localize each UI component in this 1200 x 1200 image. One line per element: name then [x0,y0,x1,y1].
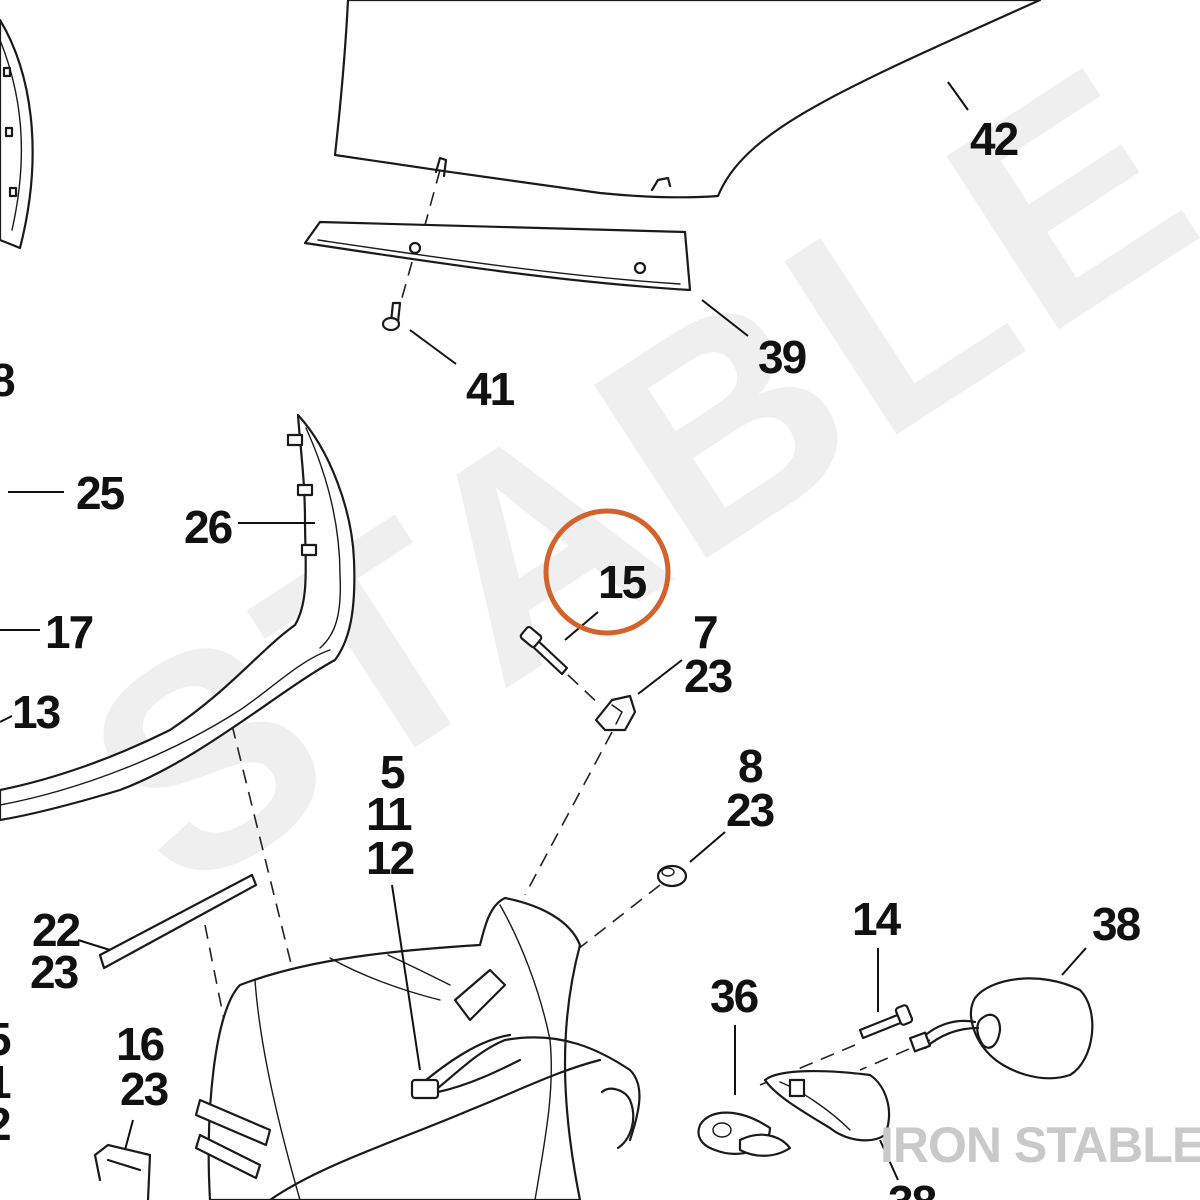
callout-8: 8 [738,740,763,792]
grommet-8-part [656,864,688,888]
mount-bracket-part [600,1087,635,1150]
lens-36-part [697,1111,792,1157]
callout-22-23: 23 [30,946,78,998]
callout-42: 42 [970,113,1018,165]
trim-panel-part [0,413,356,822]
callout-edge-2: 2 [0,1098,10,1150]
callout-14: 14 [852,893,902,945]
callout-17: 17 [45,606,93,658]
wiring-harness-part [410,1036,641,1142]
trim-strip-part [303,220,692,292]
weatherstrip-22-part [98,873,258,970]
callout-8-23: 23 [726,784,774,836]
callout-39: 39 [758,331,806,383]
callout-26: 26 [184,501,232,553]
highlight-circle [543,508,671,636]
bolt-15-part [519,625,569,676]
callout-7: 7 [693,606,717,658]
screw-41-part [381,301,402,332]
windshield-part [333,0,1042,199]
left-fairing-edge [0,18,34,250]
callout-15: 15 [598,556,647,608]
turn-signal-38-part [908,977,1094,1080]
callout-36: 36 [710,970,758,1022]
callout-22: 22 [32,904,80,956]
callout-11: 11 [366,788,412,840]
callout-25: 25 [76,467,125,519]
callout-16: 16 [116,1018,164,1070]
screw-14-part [858,1004,914,1040]
callout-7-23: 23 [684,650,732,702]
clip-7-part [594,694,637,732]
leader-lines [0,81,1087,1181]
signal-housing-part [763,1069,890,1142]
bracket-16-part [93,1143,152,1200]
callout-38: 38 [1092,898,1141,950]
center-fairing-part [194,896,602,1200]
brand-logo: IRON STABLE [880,1117,1200,1173]
callout-edge-bottom: 38 [888,1176,937,1200]
callout-5: 5 [380,746,405,798]
callout-16-23: 23 [120,1063,168,1115]
callout-labels: 42 39 41 25 26 17 13 15 7 23 8 23 5 11 1… [0,113,1143,1200]
callout-edge-8: 8 [0,354,15,406]
callout-13: 13 [12,686,60,738]
callout-41: 41 [466,363,515,415]
callout-12: 12 [366,832,414,884]
